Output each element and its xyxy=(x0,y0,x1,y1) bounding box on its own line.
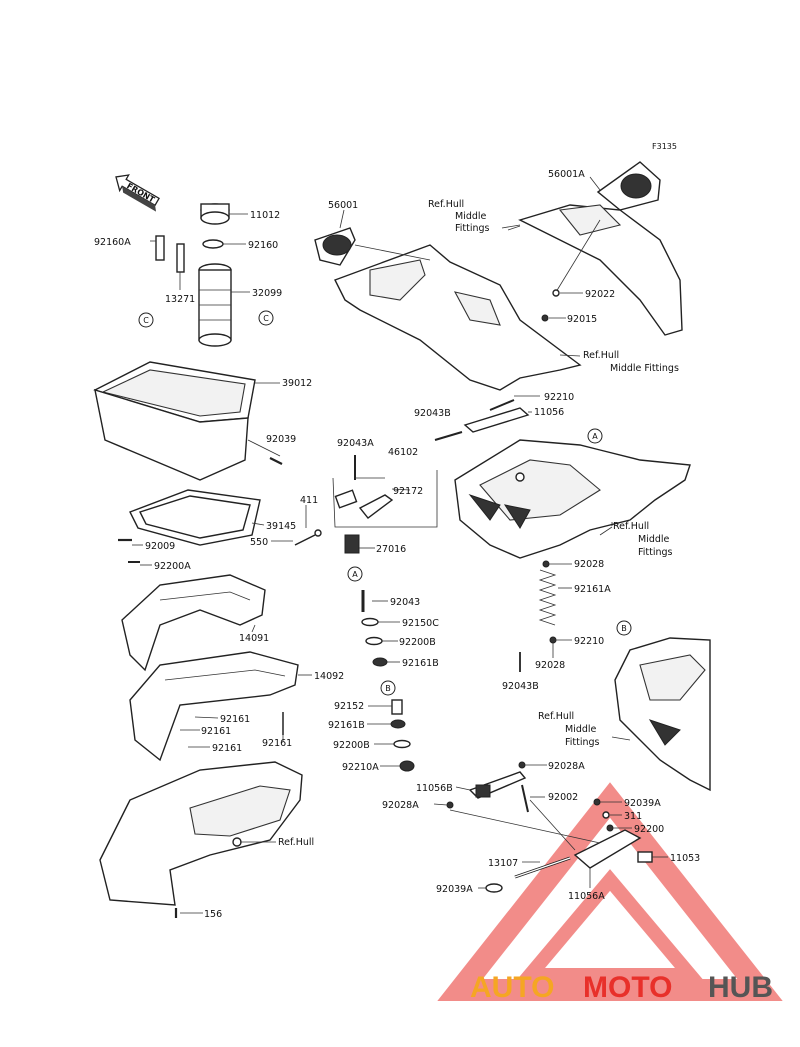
watermark-inner-triangle-icon xyxy=(514,869,706,982)
marker-a-icon xyxy=(347,566,363,582)
label-11012: 11012 xyxy=(250,210,280,221)
marker-c-left: C xyxy=(143,316,149,325)
label-156: 156 xyxy=(204,909,222,920)
watermark-triangle-icon xyxy=(437,782,783,1001)
reference-labels: Ref.Hull Middle Fittings Ref.Hull Middle… xyxy=(278,199,679,848)
label-56001A: 56001A xyxy=(548,169,585,180)
watermark-part1: AUTO xyxy=(470,971,554,1004)
label-92043A: 92043A xyxy=(337,438,374,449)
label-92152: 92152 xyxy=(334,701,364,712)
deck-assembly xyxy=(434,395,691,672)
lower-right-assembly xyxy=(433,637,711,893)
marker-c-icon xyxy=(258,310,274,326)
marker-c-icon xyxy=(138,312,154,328)
marker-b-right: B xyxy=(621,624,627,633)
marker-b-icon xyxy=(380,680,396,696)
marker-a-center: A xyxy=(352,570,358,579)
marker-c-right: C xyxy=(263,314,269,323)
label-92200: 92200 xyxy=(634,824,664,835)
label-39012: 39012 xyxy=(282,378,312,389)
label-92161-a: 92161 xyxy=(220,714,250,725)
label-56001: 56001 xyxy=(328,200,358,211)
ref-top-right-line2: Middle Fittings xyxy=(610,363,679,374)
label-92200B-a: 92200B xyxy=(399,637,436,648)
ref-top-left-line1: Ref.Hull xyxy=(428,199,464,210)
label-92043B-b: 92043B xyxy=(502,681,539,692)
label-11056A: 11056A xyxy=(568,891,605,902)
label-11053: 11053 xyxy=(670,853,700,864)
part-labels: 11012 92160A 92160 13271 32099 39012 920… xyxy=(94,169,700,920)
label-11056B: 11056B xyxy=(416,783,453,794)
label-92210-b: 92210 xyxy=(574,636,604,647)
ref-top-left-line3: Fittings xyxy=(455,223,490,234)
label-92043B-a: 92043B xyxy=(414,408,451,419)
ref-low-line1: Ref.Hull xyxy=(538,711,574,722)
label-92161-d: 92161 xyxy=(262,738,292,749)
ref-low-line2: Middle xyxy=(565,724,597,735)
ref-top-right-line1: Ref.Hull xyxy=(583,350,619,361)
right-intake-assembly xyxy=(501,161,683,336)
ref-top-left-line2: Middle xyxy=(455,211,487,222)
label-92002: 92002 xyxy=(548,792,578,803)
label-92210-a: 92210 xyxy=(544,392,574,403)
watermark-logo xyxy=(437,782,783,1001)
watermark-part3: HUB xyxy=(708,971,773,1004)
label-92009: 92009 xyxy=(145,541,175,552)
watermark-text: AUTO MOTO HUB xyxy=(470,971,773,1004)
marker-b-icon xyxy=(616,620,632,636)
label-92161B-b: 92161B xyxy=(328,720,365,731)
diagram-code: F3135 xyxy=(652,142,677,151)
latch-assembly xyxy=(271,455,438,772)
label-92200A: 92200A xyxy=(154,561,191,572)
front-arrow-icon: FRONT xyxy=(115,174,160,212)
label-92160: 92160 xyxy=(248,240,278,251)
storage-assembly xyxy=(93,203,283,546)
label-46102: 46102 xyxy=(388,447,418,458)
label-550: 550 xyxy=(250,537,268,548)
label-92015: 92015 xyxy=(567,314,597,325)
label-92028A-b: 92028A xyxy=(382,800,419,811)
label-92039A-a: 92039A xyxy=(624,798,661,809)
label-311: 311 xyxy=(624,811,642,822)
label-92039: 92039 xyxy=(266,434,296,445)
label-39145: 39145 xyxy=(266,521,296,532)
label-92028A-a: 92028A xyxy=(548,761,585,772)
reference-markers: C C A A B B xyxy=(138,310,632,696)
cover-assembly xyxy=(99,538,312,918)
label-92172: 92172 xyxy=(393,486,423,497)
label-13107: 13107 xyxy=(488,858,518,869)
label-14092: 14092 xyxy=(314,671,344,682)
ref-mid-line3: Fittings xyxy=(638,547,673,558)
label-14091: 14091 xyxy=(239,633,269,644)
ref-mid-line1: Ref.Hull xyxy=(613,521,649,532)
label-92161A: 92161A xyxy=(574,584,611,595)
label-11056: 11056 xyxy=(534,407,564,418)
ref-low-line3: Fittings xyxy=(565,737,600,748)
label-92039A-b: 92039A xyxy=(436,884,473,895)
label-92022: 92022 xyxy=(585,289,615,300)
ref-hull: Ref.Hull xyxy=(278,837,314,848)
label-92028-a: 92028 xyxy=(574,559,604,570)
label-92161-c: 92161 xyxy=(212,743,242,754)
marker-b-center: B xyxy=(385,684,391,693)
marker-a-top: A xyxy=(592,432,598,441)
label-92200B-b: 92200B xyxy=(333,740,370,751)
label-92028-b: 92028 xyxy=(535,660,565,671)
label-27016: 27016 xyxy=(376,544,406,555)
label-92161B-a: 92161B xyxy=(402,658,439,669)
marker-a-icon xyxy=(587,428,603,444)
label-92210A: 92210A xyxy=(342,762,379,773)
label-92160A: 92160A xyxy=(94,237,131,248)
intake-assembly xyxy=(314,209,582,391)
watermark-part2: MOTO xyxy=(583,971,672,1004)
ref-mid-line2: Middle xyxy=(638,534,670,545)
label-32099: 32099 xyxy=(252,288,282,299)
label-411: 411 xyxy=(300,495,318,506)
label-13271: 13271 xyxy=(165,294,195,305)
label-92043: 92043 xyxy=(390,597,420,608)
label-92161-b: 92161 xyxy=(201,726,231,737)
label-92150C: 92150C xyxy=(402,618,439,629)
